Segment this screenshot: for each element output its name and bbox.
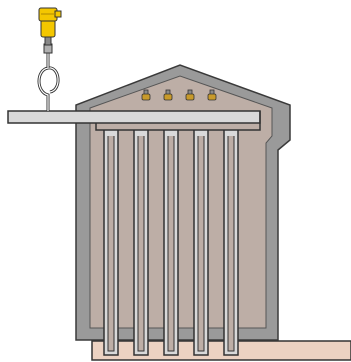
tube (193, 130, 209, 356)
tube (223, 130, 239, 356)
tube (133, 130, 149, 356)
nozzle (163, 89, 173, 101)
tube (103, 130, 119, 356)
inlet-pipe (7, 110, 261, 124)
tube-header-pipe (95, 111, 261, 131)
tube (163, 130, 179, 356)
floor-slab (91, 340, 351, 361)
nozzle (185, 89, 195, 101)
siphon-loop (37, 52, 60, 111)
nozzle (141, 89, 151, 101)
burner-nozzles (141, 89, 217, 101)
pressure-transmitter (38, 7, 62, 54)
heat-exchanger-tubes (103, 130, 239, 356)
nozzle (207, 89, 217, 101)
